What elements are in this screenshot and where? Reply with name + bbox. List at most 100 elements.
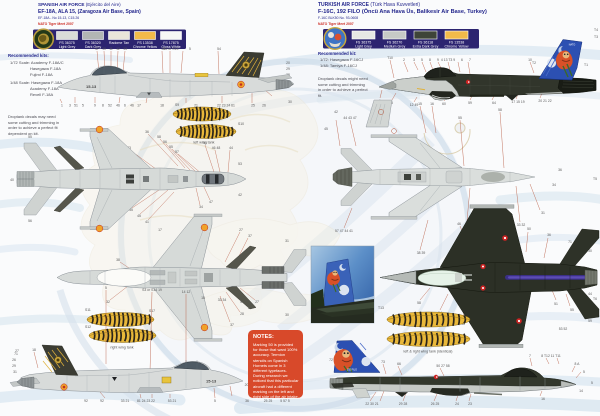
svg-text:71: 71 — [14, 352, 18, 356]
svg-text:Gloss White: Gloss White — [161, 45, 180, 49]
svg-text:FS 36270: FS 36270 — [387, 41, 403, 45]
svg-text:S3 or S14 19: S3 or S14 19 — [142, 288, 162, 292]
svg-text:Chrome Yellow: Chrome Yellow — [133, 45, 157, 49]
svg-text:59: 59 — [468, 101, 472, 105]
svg-text:Chrome Yellow: Chrome Yellow — [445, 45, 469, 49]
svg-text:55: 55 — [28, 135, 32, 139]
svg-text:18: 18 — [32, 348, 36, 352]
svg-text:51: 51 — [74, 104, 78, 108]
svg-text:92: 92 — [84, 399, 88, 403]
svg-text:34: 34 — [199, 205, 203, 209]
svg-text:57: 57 — [175, 150, 179, 154]
svg-text:192 FILO: 192 FILO — [347, 369, 357, 372]
svg-text:42: 42 — [334, 110, 338, 114]
svg-text:7: 7 — [469, 58, 471, 62]
svg-text:16: 16 — [541, 397, 545, 401]
svg-text:9: 9 — [94, 104, 96, 108]
svg-text:4 13 T3 9: 4 13 T3 9 — [441, 58, 455, 62]
svg-text:53 52: 53 52 — [559, 327, 568, 331]
svg-text:Radome Tan: Radome Tan — [109, 41, 129, 45]
svg-text:56: 56 — [28, 219, 32, 223]
svg-text:57 47 44 41: 57 47 44 41 — [335, 229, 353, 233]
svg-text:26: 26 — [12, 358, 16, 362]
svg-text:T10: T10 — [387, 56, 393, 60]
svg-text:24: 24 — [455, 402, 459, 406]
svg-text:26: 26 — [262, 104, 266, 108]
svg-text:54: 54 — [217, 47, 221, 51]
svg-text:left & right wing tank (identi: left & right wing tank (identical) — [404, 350, 453, 354]
svg-text:S17: S17 — [149, 309, 155, 313]
svg-text:FS 17875: FS 17875 — [163, 41, 179, 45]
svg-text:T3: T3 — [594, 35, 598, 39]
svg-text:15-13: 15-13 — [206, 379, 217, 384]
svg-text:17: 17 — [158, 228, 162, 232]
svg-text:FS 36118: FS 36118 — [418, 41, 433, 45]
svg-text:37: 37 — [230, 323, 234, 327]
svg-text:left wing tank: left wing tank — [194, 141, 215, 145]
svg-text:46 48: 46 48 — [212, 146, 221, 150]
svg-text:64: 64 — [492, 101, 496, 105]
svg-text:6: 6 — [124, 104, 126, 108]
svg-text:Light Grey: Light Grey — [59, 45, 76, 49]
svg-text:55: 55 — [169, 145, 173, 149]
svg-text:32: 32 — [106, 300, 110, 304]
svg-text:27: 27 — [255, 300, 259, 304]
svg-text:6: 6 — [461, 58, 463, 62]
svg-text:5: 5 — [105, 286, 107, 290]
svg-text:58: 58 — [157, 135, 161, 139]
svg-text:31: 31 — [13, 370, 17, 374]
svg-text:FS 13538: FS 13538 — [449, 41, 465, 45]
svg-text:45: 45 — [324, 127, 328, 131]
svg-text:5: 5 — [421, 58, 423, 62]
svg-text:31: 31 — [285, 239, 289, 243]
svg-text:25: 25 — [251, 104, 255, 108]
svg-text:58: 58 — [417, 301, 421, 305]
svg-text:5: 5 — [214, 399, 216, 403]
svg-text:66: 66 — [397, 362, 401, 366]
svg-text:5: 5 — [82, 104, 84, 108]
svg-text:NATO: NATO — [569, 44, 576, 47]
svg-text:S9: S9 — [175, 103, 179, 107]
svg-text:54: 54 — [203, 141, 207, 145]
svg-text:12: 12 — [116, 47, 120, 51]
svg-text:38 39: 38 39 — [417, 251, 426, 255]
svg-text:18: 18 — [161, 47, 165, 51]
svg-text:20 21 22: 20 21 22 — [538, 99, 551, 103]
svg-text:53: 53 — [238, 162, 242, 166]
svg-text:T6: T6 — [593, 297, 597, 301]
svg-text:55: 55 — [570, 308, 574, 312]
svg-text:27: 27 — [15, 349, 19, 353]
svg-text:18: 18 — [201, 296, 205, 300]
svg-text:46: 46 — [116, 104, 120, 108]
svg-text:Extra Dark Grey: Extra Dark Grey — [413, 45, 439, 49]
svg-text:60: 60 — [442, 102, 446, 106]
svg-text:T5: T5 — [593, 177, 597, 181]
svg-text:34: 34 — [552, 183, 556, 187]
svg-text:30: 30 — [588, 249, 592, 253]
svg-text:15-13: 15-13 — [86, 84, 97, 89]
svg-text:92: 92 — [100, 399, 104, 403]
svg-text:18: 18 — [160, 104, 164, 108]
svg-text:20: 20 — [286, 61, 290, 65]
svg-text:50: 50 — [527, 227, 531, 231]
svg-text:46: 46 — [457, 222, 461, 226]
svg-text:5 57 5: 5 57 5 — [280, 399, 290, 403]
svg-text:8 A: 8 A — [575, 362, 581, 366]
svg-text:33 32: 33 32 — [517, 223, 526, 227]
svg-text:T13: T13 — [378, 306, 384, 310]
svg-text:11: 11 — [109, 47, 113, 51]
svg-text:36: 36 — [558, 168, 562, 172]
svg-text:22 30 21: 22 30 21 — [365, 402, 378, 406]
svg-text:FS 13538: FS 13538 — [137, 41, 153, 45]
svg-text:23: 23 — [468, 402, 472, 406]
svg-text:46: 46 — [130, 104, 134, 108]
svg-text:FS 36320: FS 36320 — [85, 41, 101, 45]
svg-text:22 23 24 61: 22 23 24 61 — [217, 104, 235, 108]
svg-text:52: 52 — [108, 104, 112, 108]
svg-text:29 28: 29 28 — [399, 402, 408, 406]
svg-text:3: 3 — [391, 101, 393, 105]
svg-text:29: 29 — [286, 67, 290, 71]
svg-text:14 12: 14 12 — [182, 290, 191, 294]
svg-text:42: 42 — [238, 193, 242, 197]
svg-text:55: 55 — [458, 116, 462, 120]
